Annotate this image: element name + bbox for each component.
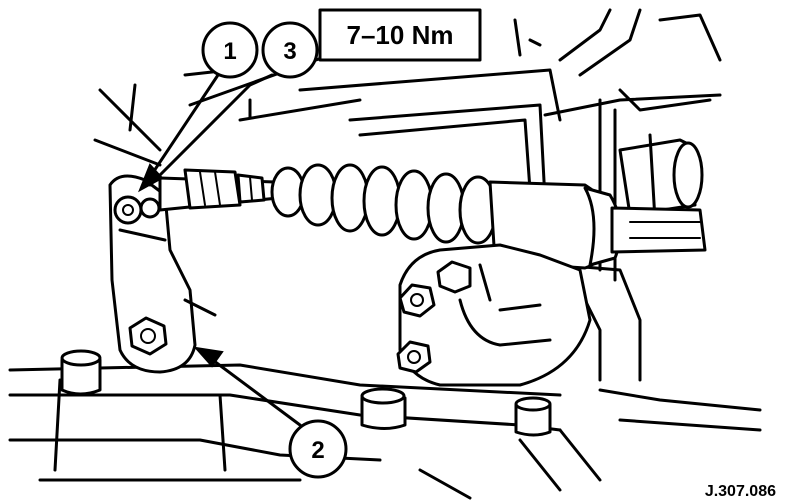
release-lever bbox=[108, 174, 217, 374]
torque-label: 7–10 Nm bbox=[347, 20, 454, 50]
arrowhead-upper-pivot bbox=[138, 163, 164, 193]
mounting-bosses bbox=[60, 349, 552, 437]
dust-boot bbox=[270, 163, 498, 245]
callout-1-label: 1 bbox=[223, 38, 236, 65]
callout-3-label: 3 bbox=[283, 38, 296, 65]
upper-pivot-bolt bbox=[113, 195, 161, 225]
torque-spec-box: 7–10 Nm bbox=[318, 8, 482, 62]
callout-1: 1 bbox=[201, 21, 259, 79]
lower-lever-nut bbox=[128, 316, 168, 356]
arrowhead-lower-nut bbox=[193, 346, 224, 368]
hydraulic-reservoir bbox=[618, 133, 704, 222]
figure-reference: J.307.086 bbox=[705, 483, 776, 500]
push-rod bbox=[158, 168, 280, 212]
callout-2: 2 bbox=[288, 419, 348, 479]
callout-3: 3 bbox=[261, 21, 319, 79]
callout-2-label: 2 bbox=[311, 437, 324, 464]
cross-member bbox=[8, 363, 762, 500]
bracket-bolts bbox=[396, 260, 472, 374]
leader-lines bbox=[138, 73, 302, 427]
